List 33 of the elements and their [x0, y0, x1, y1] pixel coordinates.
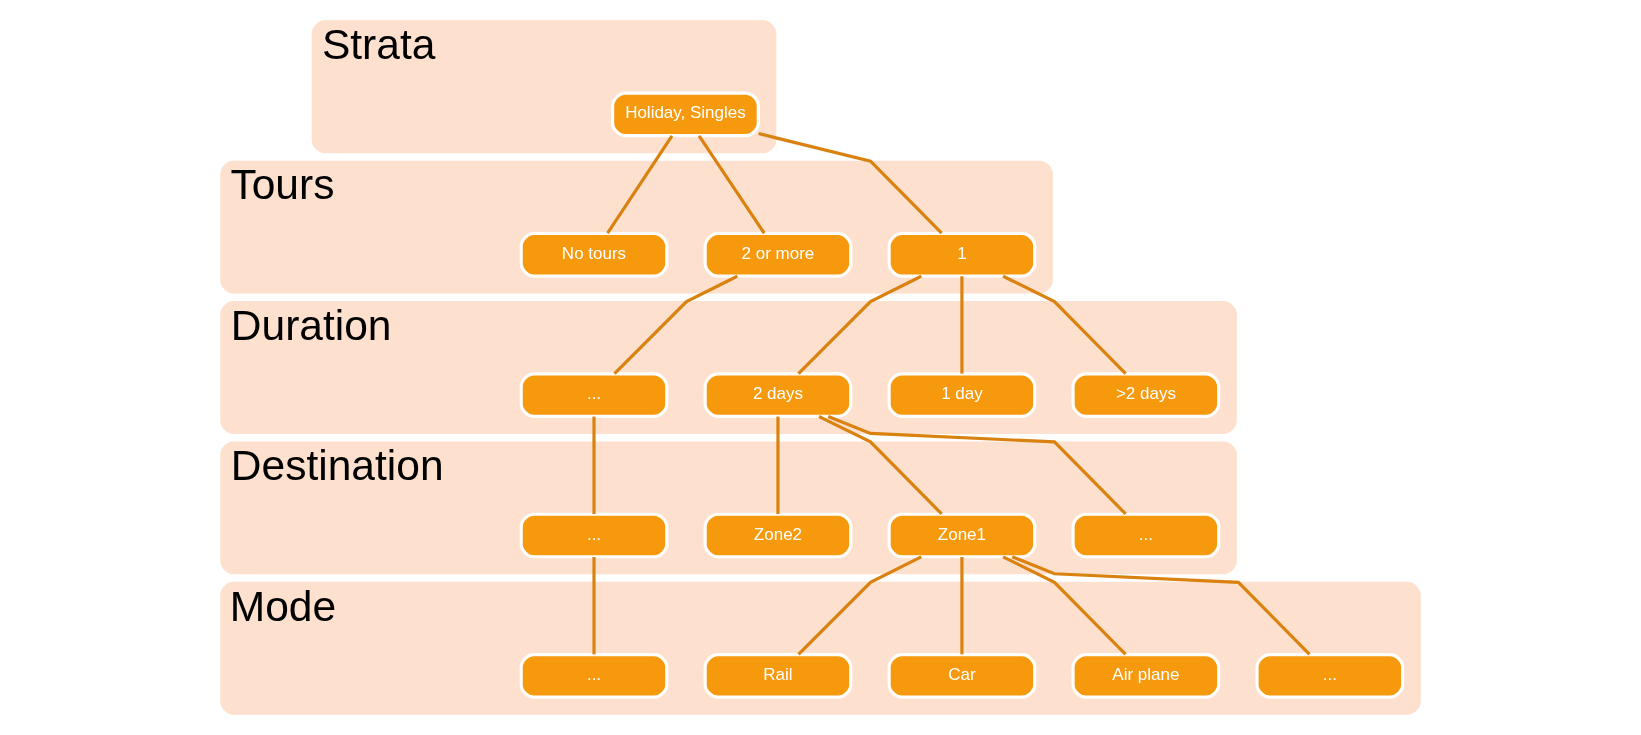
node-box: Rail	[703, 653, 853, 699]
connector	[776, 416, 780, 514]
node-box: >2 days	[1071, 372, 1221, 418]
node-box: 1	[887, 231, 1037, 278]
node-box: ...	[519, 372, 669, 418]
node-box: ...	[519, 653, 669, 699]
node-box: Zone1	[887, 512, 1037, 559]
node-box: ...	[519, 512, 669, 559]
connector	[758, 132, 943, 235]
node-box: ...	[1071, 512, 1221, 559]
node-box: 1 day	[887, 372, 1037, 418]
node-box: No tours	[519, 231, 669, 278]
connector	[797, 555, 922, 656]
connector	[1002, 555, 1127, 656]
node-box: Air plane	[1071, 653, 1221, 699]
node-box: 2 or more	[703, 231, 853, 278]
connector	[827, 415, 1127, 516]
connector	[960, 556, 964, 655]
connector	[606, 135, 674, 235]
connector	[613, 274, 739, 375]
connector	[960, 276, 964, 374]
node-box: 2 days	[703, 372, 853, 418]
connector	[1002, 274, 1127, 375]
connector	[1011, 555, 1311, 656]
connector	[592, 416, 596, 514]
connector	[697, 135, 766, 235]
connector	[797, 274, 922, 375]
connector	[592, 556, 596, 655]
connector	[818, 415, 943, 516]
node-box: ...	[1255, 653, 1405, 699]
node-box: Zone2	[703, 512, 853, 559]
node-box: Car	[887, 653, 1037, 699]
node-box: Holiday, Singles	[611, 91, 760, 138]
